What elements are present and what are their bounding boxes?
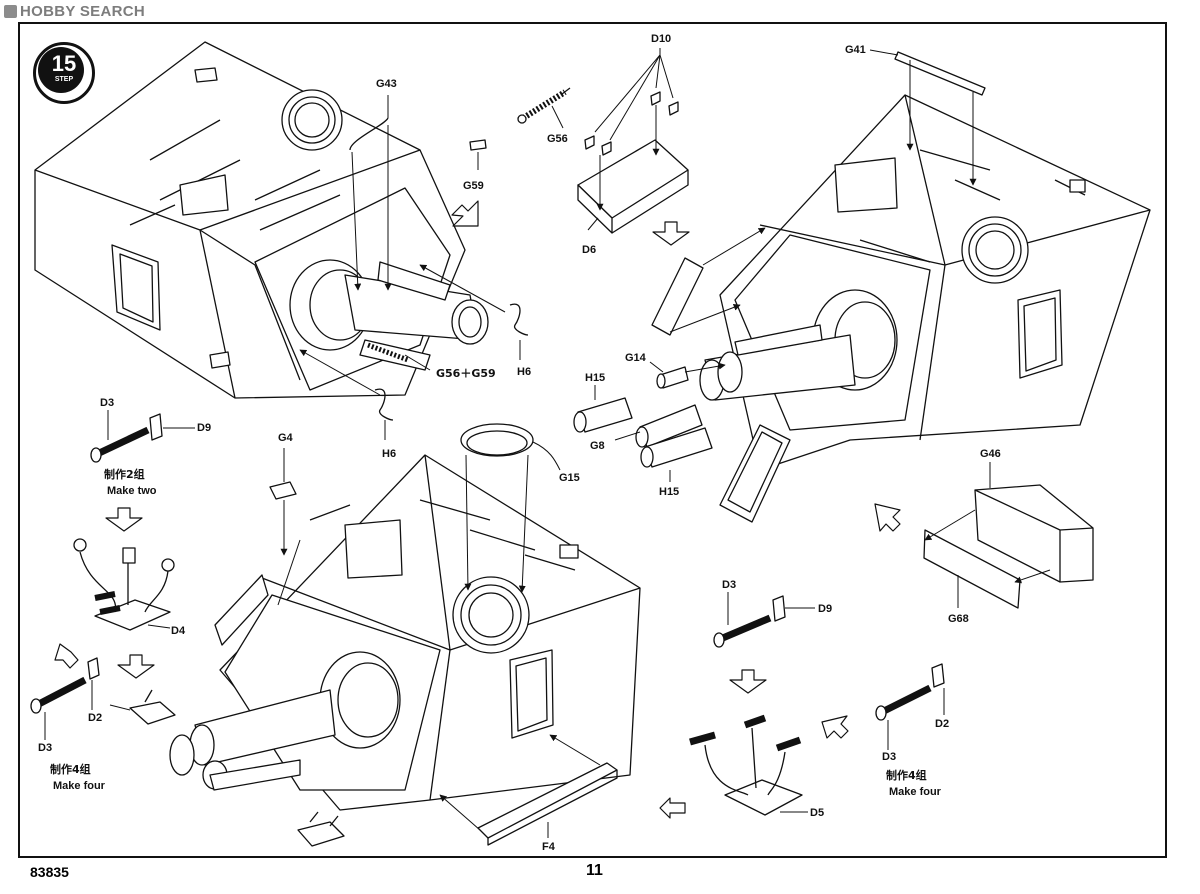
kit-part-number: 83835 <box>30 864 69 880</box>
arrow-hollow-icon <box>105 507 143 532</box>
part-h15-tube-b <box>640 427 713 468</box>
part-g41-bar <box>894 51 986 96</box>
step-number: 15 <box>51 51 77 76</box>
note-make-two-en: Make two <box>107 485 157 497</box>
arrow-hollow-icon <box>729 669 767 694</box>
label-g8: G8 <box>590 440 605 452</box>
part-g56-spring <box>517 87 571 124</box>
label-g41: G41 <box>845 44 866 56</box>
hollow-direction-arrows <box>54 200 901 819</box>
part-g59-hook <box>469 139 487 151</box>
note-make-four-cn-right: 制作4组 <box>886 769 927 782</box>
arrow-hollow-icon <box>451 200 479 227</box>
label-g68: G68 <box>948 613 969 625</box>
arrow-hollow-icon <box>652 221 690 246</box>
label-g56-g59: G56＋G59 <box>436 367 496 380</box>
part-g8-tube <box>635 404 703 448</box>
page-frame <box>18 22 1167 858</box>
part-g46-tray <box>974 484 1094 583</box>
label-d4: D4 <box>171 625 186 637</box>
arrow-hollow-icon <box>874 503 901 532</box>
part-d3-d9-pin-right <box>713 595 786 648</box>
arrow-hollow-icon <box>821 715 849 739</box>
label-g56: G56 <box>547 133 568 145</box>
leader-lines <box>44 48 1051 838</box>
hobby-search-logo-icon <box>4 5 17 18</box>
label-f4: F4 <box>542 841 555 853</box>
part-g43-handle <box>349 117 389 151</box>
label-d3-b: D3 <box>38 742 53 754</box>
step-word: STEP <box>54 76 74 83</box>
step-badge: 15 STEP <box>33 42 95 104</box>
label-d6: D6 <box>582 244 597 256</box>
note-make-four-en-right: Make four <box>889 786 941 798</box>
hobby-search-watermark: HOBBY SEARCH <box>4 3 145 20</box>
part-f4-rail <box>477 762 618 846</box>
part-d2-d3-pin-left <box>30 657 100 714</box>
label-h15-b: H15 <box>659 486 680 498</box>
page-number: 11 <box>586 862 603 879</box>
note-make-two-cn: 制作2组 <box>104 468 145 481</box>
arrow-hollow-icon <box>659 797 686 819</box>
part-h6-handle-b <box>374 388 394 421</box>
rocket-pods-top-left <box>289 259 489 371</box>
label-d3-c: D3 <box>722 579 737 591</box>
label-g59: G59 <box>463 180 484 192</box>
label-d10: D10 <box>651 33 672 45</box>
part-h15-tube-a <box>573 397 633 433</box>
hull-assembly-bottom-center <box>169 454 641 811</box>
watermark-text: HOBBY SEARCH <box>20 3 146 20</box>
label-g43: G43 <box>376 78 397 90</box>
label-d9-a: D9 <box>197 422 212 434</box>
label-d5: D5 <box>810 807 825 819</box>
rocket-pods-top-right <box>699 289 898 401</box>
note-make-four-en-left: Make four <box>53 780 105 792</box>
part-g56-g59-assembly <box>367 342 409 363</box>
label-g15: G15 <box>559 472 580 484</box>
label-g46: G46 <box>980 448 1001 460</box>
label-d2-b: D2 <box>935 718 950 730</box>
part-g15-ring <box>460 423 534 457</box>
label-g14: G14 <box>625 352 646 364</box>
rocket-pods-bottom-center <box>169 651 401 791</box>
label-h6-b: H6 <box>382 448 397 460</box>
part-d10-clips <box>584 91 679 156</box>
label-h6-a: H6 <box>517 366 532 378</box>
hull-assembly-top-left <box>34 41 489 399</box>
label-d2-a: D2 <box>88 712 103 724</box>
part-d6-plate <box>651 257 704 336</box>
part-h6-handle-a <box>509 303 529 336</box>
label-d9-b: D9 <box>818 603 833 615</box>
hull-assembly-top-right <box>699 94 1151 523</box>
part-g68-plate <box>923 529 1021 609</box>
part-d5-assembly <box>689 714 803 816</box>
part-d4-assembly <box>73 538 175 631</box>
part-cluster-bottom-left <box>129 689 345 847</box>
label-d3-a: D3 <box>100 397 115 409</box>
label-d3-d: D3 <box>882 751 897 763</box>
label-h15-a: H15 <box>585 372 606 384</box>
part-g4-block <box>269 481 297 500</box>
part-d2-d3-pin-right <box>875 663 945 721</box>
note-make-four-cn-left: 制作4组 <box>50 763 91 776</box>
part-d6-box <box>577 139 689 234</box>
arrow-hollow-icon <box>117 654 155 679</box>
part-g14-cap <box>656 366 689 389</box>
arrow-hollow-icon <box>54 643 79 669</box>
label-g4: G4 <box>278 432 293 444</box>
part-d3-d9-pin-left <box>90 413 163 463</box>
